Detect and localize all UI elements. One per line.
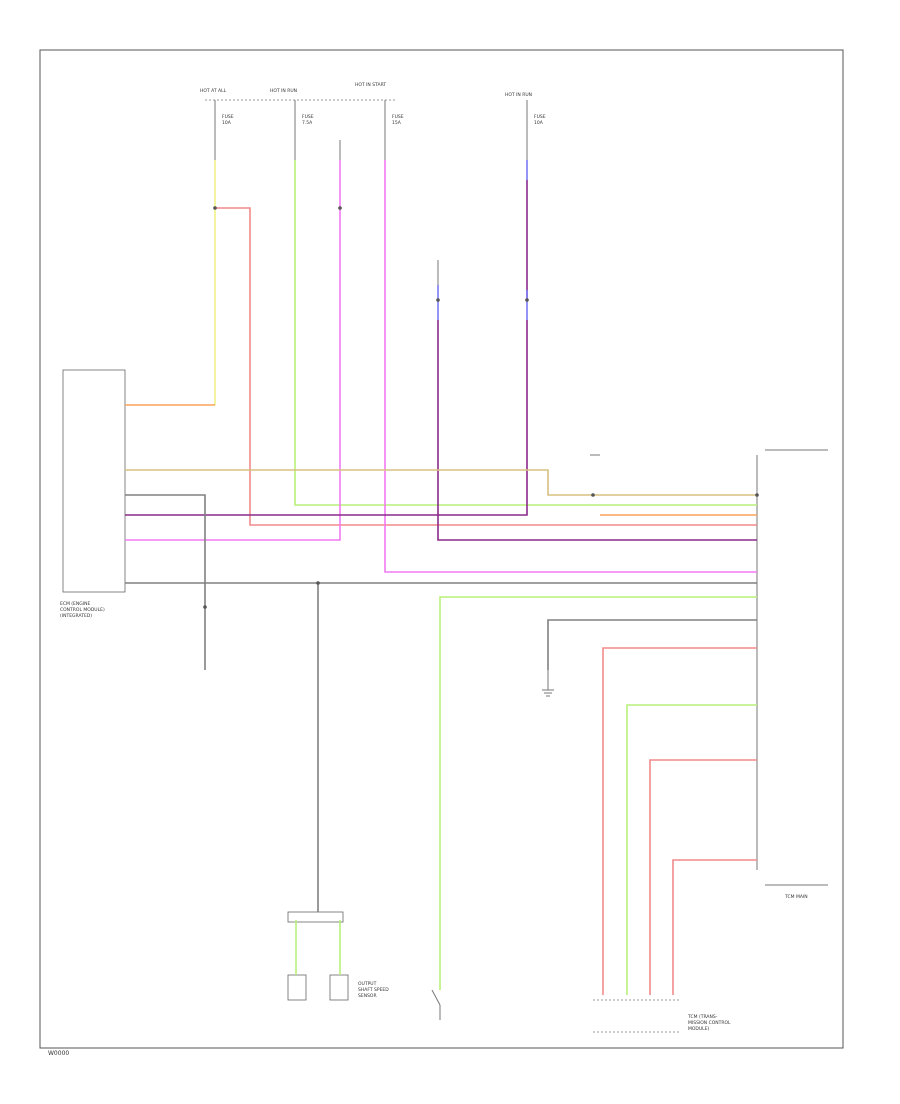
sensor-label-line-1: OUTPUT — [358, 981, 377, 987]
wire-purple-left — [437, 320, 757, 541]
tcm-bottom-label-3: MODULE) — [688, 1026, 710, 1032]
footer-code: W0000 — [48, 1050, 69, 1057]
wire-gray-ecm — [125, 494, 206, 670]
splice-dot — [203, 605, 207, 609]
splice-dot — [338, 206, 342, 210]
sensor-right-box — [329, 974, 349, 1001]
fuse-header-label-4: HOT IN RUN — [505, 92, 532, 98]
svg-text:10A: 10A — [222, 120, 232, 126]
wire-red-3 — [672, 859, 757, 995]
svg-text:FUSE: FUSE — [534, 114, 546, 120]
sensor-label-line-2: SHAFT SPEED — [358, 987, 389, 993]
wire-green-bottom — [439, 596, 757, 990]
wire-red-1 — [602, 647, 757, 995]
svg-text:FUSE: FUSE — [392, 114, 404, 120]
svg-text:7.5A: 7.5A — [302, 120, 313, 126]
fuse-header-label-3: HOT IN START — [355, 82, 386, 88]
splice-dot — [591, 493, 595, 497]
splice-dot — [436, 298, 440, 302]
diagram-border — [39, 49, 844, 1049]
switch-symbol — [431, 989, 441, 1020]
svg-text:FUSE: FUSE — [302, 114, 314, 120]
ground-symbol — [542, 670, 554, 697]
svg-text:15A: 15A — [392, 120, 402, 126]
wire-pink-right — [384, 160, 757, 573]
wire-pink-top — [125, 160, 341, 541]
ecm-module-box — [62, 369, 126, 593]
wire-gray-ground — [547, 619, 757, 670]
tcm-connector-name: TCM MAIN — [784, 894, 808, 900]
ecm-label-line-3: (INTEGRATED) — [60, 613, 92, 619]
tcm-bottom-label-2: MISSION CONTROL — [688, 1020, 731, 1026]
fuse-header-label-1: HOT AT ALL — [200, 88, 227, 94]
svg-text:FUSE: FUSE — [222, 114, 234, 120]
splice-dot — [755, 493, 759, 497]
wire-green-2 — [626, 704, 757, 995]
sensor-left-box — [287, 974, 307, 1001]
wire-green-top — [294, 160, 757, 506]
ecm-label-line-1: ECM (ENGINE — [60, 601, 90, 607]
svg-text:10A: 10A — [534, 120, 544, 126]
wires-layer — [125, 160, 759, 995]
splice-dot — [213, 206, 217, 210]
tcm-bottom-label-1: TCM (TRANS- — [687, 1014, 718, 1020]
wire-purple-right-2 — [125, 320, 528, 516]
bottom-connector-block — [287, 911, 344, 923]
splice-dot — [525, 298, 529, 302]
fuse-header-label-2: HOT IN RUN — [270, 88, 297, 94]
splice-dot — [316, 581, 320, 585]
wire-red-2 — [649, 759, 757, 995]
sensor-label-line-3: SENSOR — [358, 993, 377, 999]
wire-red — [215, 207, 757, 526]
wire-tan — [125, 469, 757, 496]
ecm-label-line-2: CONTROL MODULE) — [60, 607, 105, 613]
